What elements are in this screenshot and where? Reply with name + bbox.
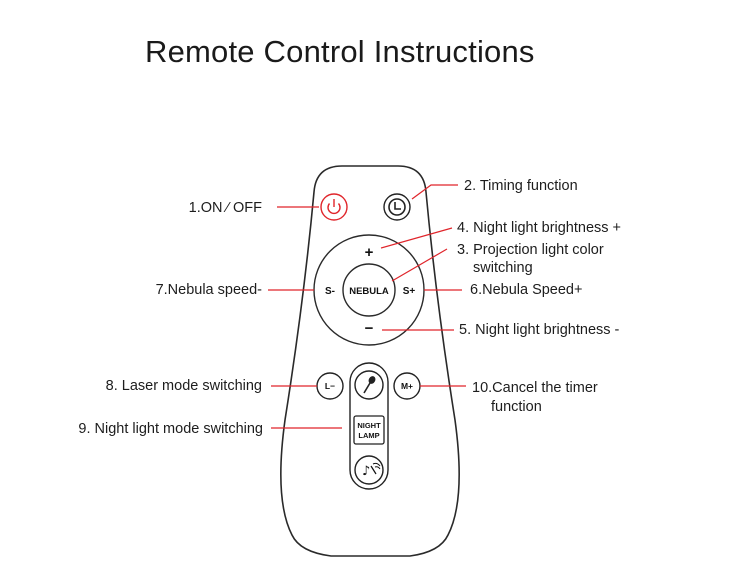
label-night-plus: 4. Night light brightness + [457,220,622,236]
laser-mode-button[interactable]: L− [316,372,344,400]
callout-night-plus [380,227,453,249]
power-button[interactable] [320,193,348,221]
night-plus-button[interactable]: + [365,244,374,261]
microphone-icon [363,376,376,394]
page-title: Remote Control Instructions [145,34,535,69]
label-night-minus: 5. Night light brightness - [459,322,620,338]
nebula-button-label: NEBULA [349,286,389,297]
microphone-button[interactable] [354,370,384,400]
label-nebula-minus: 7.Nebula speed- [155,282,262,298]
svg-text:♪: ♪ [362,464,370,479]
night-lamp-button[interactable]: NIGHT LAMP [353,415,385,445]
callout-lines [268,184,466,429]
callout-timing [411,184,458,200]
label-cancel-1: 10.Cancel the timer [472,380,598,396]
cancel-timer-button-label: M+ [401,381,413,391]
label-projection-2: switching [473,260,533,276]
label-night-mode: 9. Night light mode switching [78,421,263,437]
night-lamp-label-line1: NIGHT [357,421,381,430]
label-projection-1: 3. Projection light color [457,242,604,258]
timer-button[interactable] [383,193,411,221]
remote-body [280,165,460,557]
nebula-plus-button[interactable]: S+ [403,286,416,297]
nebula-minus-button[interactable]: S- [325,286,335,297]
music-note-icon: ♪ [362,462,381,479]
label-cancel-2: function [491,399,542,415]
label-timing: 2. Timing function [464,178,578,194]
laser-mode-button-label: L− [325,381,335,391]
night-minus-button[interactable]: − [365,320,374,337]
nebula-button[interactable] [342,263,396,317]
music-mode-button[interactable]: ♪ [354,455,384,485]
label-laser: 8. Laser mode switching [105,378,262,394]
label-on-off: 1.ON ⁄ OFF [188,200,262,216]
cancel-timer-button[interactable]: M+ [393,372,421,400]
callout-projection [391,248,448,282]
label-nebula-plus: 6.Nebula Speed+ [470,282,583,298]
night-lamp-label-line2: LAMP [358,431,379,440]
